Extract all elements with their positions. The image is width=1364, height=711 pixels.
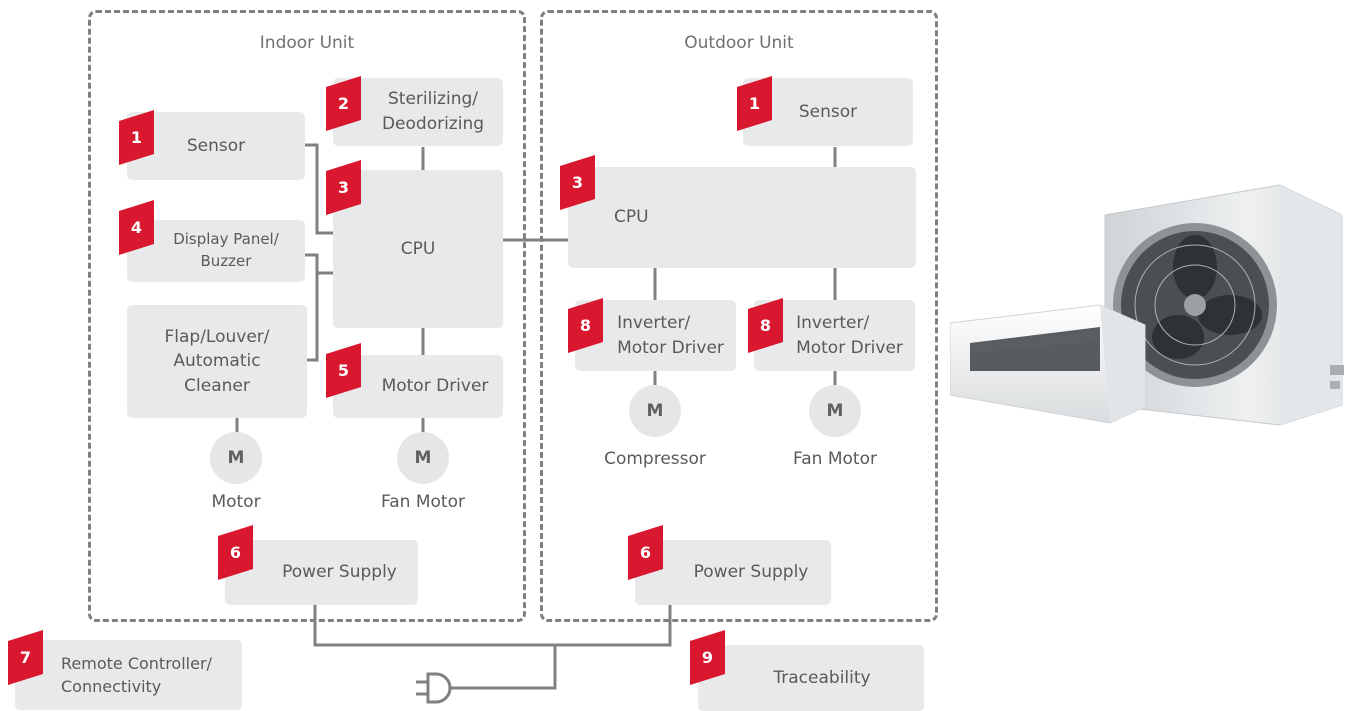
badge: 6 xyxy=(628,525,663,580)
indoor-sensor-label: Sensor xyxy=(186,135,246,156)
compressor-label: Compressor xyxy=(604,449,706,469)
outdoor-sensor-label: Sensor xyxy=(798,101,858,122)
remote-controller-box: Remote Controller/Connectivity xyxy=(15,640,242,710)
display-panel-box: Display Panel/Buzzer xyxy=(127,220,305,282)
remote-label-2: Connectivity xyxy=(61,677,162,696)
sterilizing-label-1: Sterilizing/ xyxy=(387,89,478,110)
fan-motor-icon: M xyxy=(397,432,449,484)
remote-label-1: Remote Controller/ xyxy=(61,653,212,673)
outdoor-cpu-label: CPU xyxy=(614,207,649,228)
badge: 2 xyxy=(326,76,361,131)
plug-icon xyxy=(416,672,452,704)
badge: 9 xyxy=(690,630,725,685)
indoor-sensor-box: Sensor xyxy=(127,112,305,180)
badge: 4 xyxy=(119,200,154,255)
badge: 6 xyxy=(218,525,253,580)
inverter-1-label-1: Inverter/ xyxy=(617,312,691,333)
sterilizing-label-2: Deodorizing xyxy=(381,114,485,134)
air-conditioner-illustration xyxy=(950,184,1344,426)
indoor-power-supply-box: Power Supply xyxy=(225,540,418,605)
display-label-1: Display Panel/ xyxy=(173,230,279,249)
outdoor-fan-motor-icon: M xyxy=(809,385,861,437)
indoor-cpu-label: CPU xyxy=(400,238,436,259)
outdoor-unit-frame: Outdoor Unit xyxy=(540,10,938,622)
motor-label: Motor xyxy=(211,492,261,512)
flap-label-2: Automatic xyxy=(173,351,261,372)
indoor-motor-driver-box: Motor Driver xyxy=(333,355,503,418)
motor-icon: M xyxy=(210,432,262,484)
flap-label-3: Cleaner xyxy=(184,375,250,396)
compressor-motor-icon: M xyxy=(629,385,681,437)
indoor-power-label: Power Supply xyxy=(282,562,397,583)
traceability-box: Traceability xyxy=(698,645,924,711)
outdoor-fan-motor-label: Fan Motor xyxy=(793,449,877,469)
badge: 7 xyxy=(8,630,43,685)
outdoor-power-label: Power Supply xyxy=(693,562,809,583)
sterilizing-box: Sterilizing/Deodorizing xyxy=(333,78,503,146)
inverter-2-label-2: Motor Driver xyxy=(796,337,903,358)
outdoor-unit-title: Outdoor Unit xyxy=(684,33,794,53)
outdoor-power-supply-box: Power Supply xyxy=(635,540,831,605)
outdoor-cpu-box: CPU xyxy=(568,167,916,268)
inverter-1-label-2: Motor Driver xyxy=(617,337,724,358)
indoor-fan-motor-label: Fan Motor xyxy=(381,492,465,512)
indoor-motor-driver-label: Motor Driver xyxy=(381,376,489,397)
indoor-unit-title: Indoor Unit xyxy=(259,33,355,53)
inverter-2-label-1: Inverter/ xyxy=(796,312,870,333)
indoor-unit-frame: Indoor Unit xyxy=(88,10,526,622)
badge: 3 xyxy=(326,160,361,215)
traceability-label: Traceability xyxy=(773,667,871,688)
indoor-cpu-box: CPU xyxy=(333,170,503,328)
flap-label-1: Flap/Louver/ xyxy=(164,326,270,347)
display-label-2: Buzzer xyxy=(200,252,252,270)
